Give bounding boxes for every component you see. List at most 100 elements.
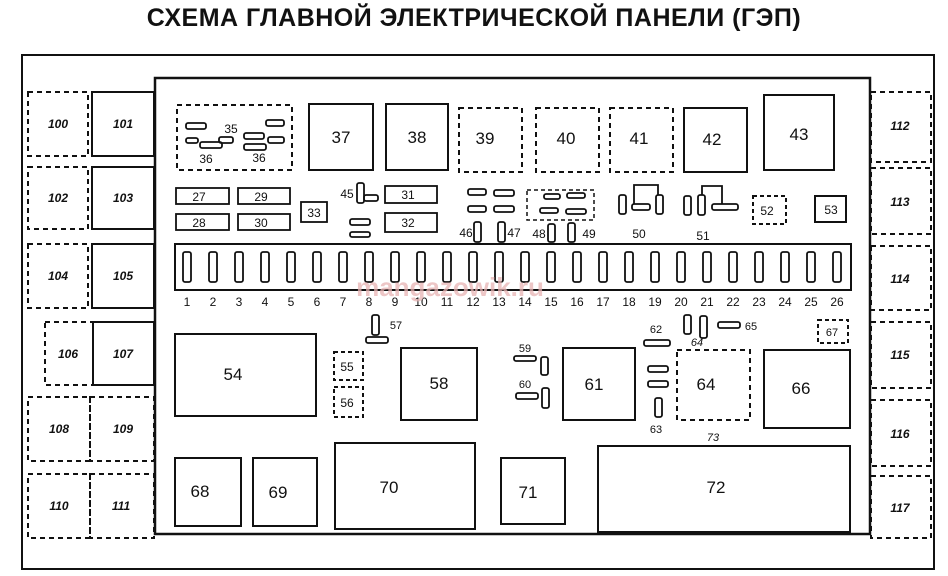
- label-103: 103: [113, 191, 133, 205]
- block-114: [870, 245, 932, 311]
- label-104: 104: [48, 269, 68, 283]
- fuse-30: [237, 213, 291, 231]
- label-29: 29: [254, 190, 268, 204]
- fuse-group-48: [526, 189, 595, 221]
- fuse-33: [300, 201, 328, 223]
- label-38: 38: [408, 128, 427, 147]
- label-51: 51: [696, 229, 710, 243]
- connector-slot: [546, 251, 556, 283]
- connector-number: 7: [340, 295, 347, 309]
- label-36-left: 36: [199, 152, 213, 166]
- connector-slot: [208, 251, 218, 283]
- connector-slot: [312, 251, 322, 283]
- label-71: 71: [519, 483, 538, 502]
- connector-number: 4: [262, 295, 269, 309]
- block-101: [91, 91, 155, 157]
- connector-number: 23: [752, 295, 766, 309]
- block-105: [91, 243, 155, 309]
- connector-slot: [234, 251, 244, 283]
- connector-number: 2: [210, 295, 217, 309]
- diagram-title: СХЕМА ГЛАВНОЙ ЭЛЕКТРИЧЕСКОЙ ПАНЕЛИ (ГЭП): [146, 4, 802, 32]
- connector-number: 6: [314, 295, 321, 309]
- connector-slot: [572, 251, 582, 283]
- connector-slot: [416, 251, 426, 283]
- fuse-29: [237, 187, 291, 205]
- relay-38: [385, 103, 449, 171]
- block-100: [27, 91, 89, 157]
- label-39: 39: [476, 129, 495, 148]
- label-45: 45: [340, 187, 354, 201]
- label-114: 114: [890, 272, 909, 286]
- connector-number: 10: [414, 295, 428, 309]
- connector-slot: [260, 251, 270, 283]
- outer-housing: [21, 54, 935, 570]
- label-70: 70: [380, 478, 399, 497]
- label-56: 56: [340, 396, 354, 410]
- connector-number: 15: [544, 295, 558, 309]
- label-115: 115: [890, 348, 909, 362]
- relay-52: [752, 195, 787, 225]
- connector-number: 16: [570, 295, 584, 309]
- label-112: 112: [890, 119, 909, 133]
- connector-slot: [598, 251, 608, 283]
- relay-67: [817, 319, 849, 344]
- block-72: [597, 445, 851, 533]
- label-69: 69: [269, 483, 288, 502]
- block-108: [27, 396, 91, 462]
- connector-number: 25: [804, 295, 818, 309]
- connector-number: 9: [392, 295, 399, 309]
- label-105: 105: [113, 269, 133, 283]
- label-47: 47: [507, 226, 521, 240]
- block-70: [334, 442, 476, 530]
- label-113: 113: [890, 195, 909, 209]
- connector-slot: [806, 251, 816, 283]
- label-27: 27: [192, 190, 206, 204]
- relay-64: [676, 349, 751, 421]
- block-69: [252, 457, 318, 527]
- label-60: 60: [519, 379, 531, 391]
- connector-number: 21: [700, 295, 714, 309]
- connector-slot: [338, 251, 348, 283]
- label-117: 117: [890, 501, 910, 515]
- block-104: [27, 243, 89, 309]
- connector-slot: [754, 251, 764, 283]
- label-46: 46: [459, 226, 473, 240]
- label-64: 64: [697, 375, 716, 394]
- label-108: 108: [49, 422, 69, 436]
- relay-41: [609, 107, 674, 173]
- connector-number: 19: [648, 295, 662, 309]
- connector-number: 24: [778, 295, 792, 309]
- label-65: 65: [745, 321, 757, 333]
- relay-37: [308, 103, 374, 171]
- connector-slot: [494, 251, 504, 283]
- label-68: 68: [191, 482, 210, 501]
- relay-61: [562, 347, 636, 421]
- label-116: 116: [890, 427, 909, 441]
- relay-43: [763, 94, 835, 171]
- connector-number: 3: [236, 295, 243, 309]
- connector-slot: [832, 251, 842, 283]
- label-42: 42: [703, 130, 722, 149]
- connector-strip: [174, 243, 852, 291]
- label-62: 62: [650, 324, 662, 336]
- label-58: 58: [430, 374, 449, 393]
- label-57: 57: [390, 320, 402, 332]
- label-31: 31: [401, 188, 415, 202]
- label-37: 37: [332, 128, 351, 147]
- label-48: 48: [532, 227, 546, 241]
- connector-number: 14: [518, 295, 532, 309]
- connector-slot: [702, 251, 712, 283]
- label-63: 63: [650, 424, 662, 436]
- relay-54: [174, 333, 317, 417]
- connector-slots: [182, 251, 842, 283]
- relay-39: [458, 107, 523, 173]
- label-59: 59: [519, 343, 531, 355]
- label-111: 111: [112, 499, 131, 513]
- relay-56: [333, 386, 364, 418]
- label-52: 52: [760, 204, 774, 218]
- relay-66: [763, 349, 851, 429]
- connector-number: 26: [830, 295, 844, 309]
- side-block-labels: 100 101 102 103 104 105 106 107 108 109 …: [48, 117, 911, 515]
- fuse-27: [175, 187, 230, 205]
